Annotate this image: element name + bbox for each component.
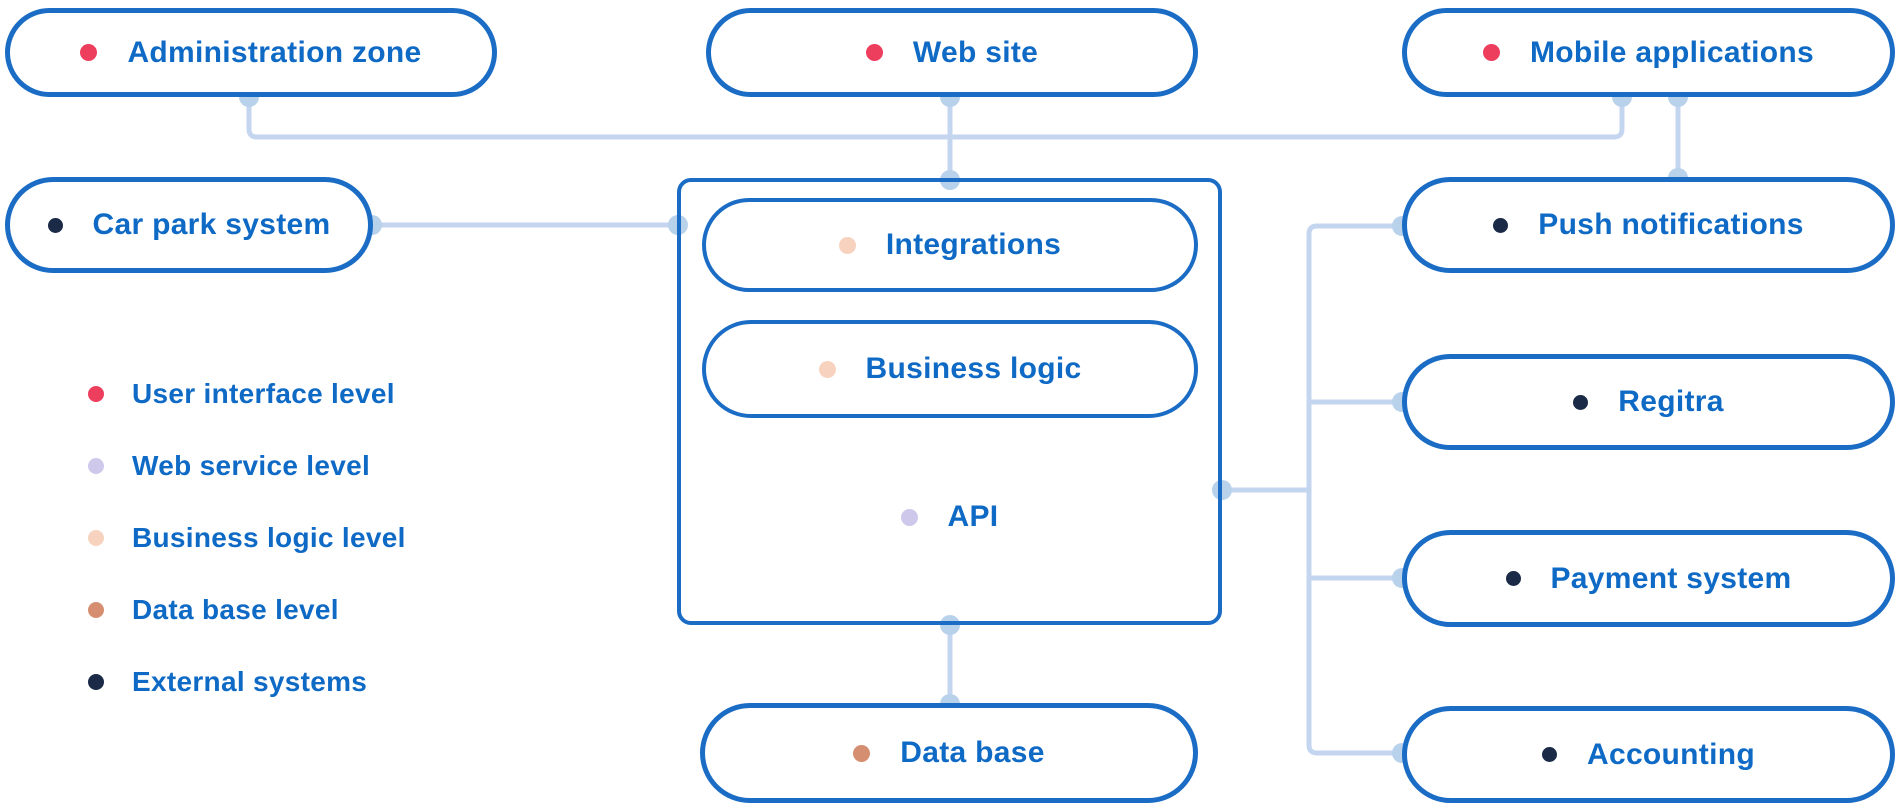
legend-item-business-logic-level: Business logic level — [88, 516, 406, 560]
legend-dot-external-systems — [88, 674, 104, 690]
node-label: Push notifications — [1538, 208, 1804, 241]
node-label: Business logic — [865, 352, 1082, 385]
node-label: Data base — [900, 736, 1045, 769]
node-accounting: Accounting — [1402, 706, 1895, 803]
level-dot-user-interface — [865, 44, 883, 61]
level-dot-external-system — [47, 217, 63, 233]
core-system-box — [677, 178, 1222, 625]
node-car-park-system: Car park system — [5, 177, 373, 273]
legend-label: External systems — [132, 666, 368, 697]
edge-trunk-bracket — [1306, 223, 1402, 756]
legend-dot-data-base — [88, 602, 104, 618]
level-dot-external-system — [1505, 571, 1521, 586]
junction-dot — [940, 615, 960, 635]
node-business-logic: Business logic — [702, 320, 1198, 418]
legend-item-user-interface-level: User interface level — [88, 372, 406, 416]
node-label: Accounting — [1587, 737, 1755, 771]
edge-administration-to-mobile — [246, 95, 1625, 140]
legend-dot-web-service — [88, 458, 104, 474]
level-dot-data-base — [853, 744, 871, 762]
node-label: Car park system — [92, 208, 331, 241]
level-dot-external-system — [1573, 394, 1589, 410]
level-dot-web-service — [900, 508, 918, 526]
level-dot-user-interface — [80, 44, 98, 61]
node-label: API — [947, 500, 999, 533]
node-label: Mobile applications — [1529, 35, 1815, 69]
legend-dot-user-interface — [88, 386, 104, 402]
node-administration-zone: Administration zone — [5, 8, 497, 97]
legend-label: Business logic level — [132, 522, 406, 553]
legend-item-data-base-level: Data base level — [88, 588, 406, 632]
legend-item-external-systems: External systems — [88, 660, 406, 704]
legend: User interface level Web service level B… — [88, 372, 406, 732]
level-dot-user-interface — [1482, 44, 1500, 61]
junction-dot — [1212, 480, 1232, 500]
legend-item-web-service-level: Web service level — [88, 444, 406, 488]
node-label: Payment system — [1550, 561, 1792, 595]
node-label: Administration zone — [127, 35, 422, 69]
node-web-site: Web site — [706, 8, 1198, 97]
level-dot-external-system — [1542, 747, 1557, 762]
legend-label: Data base level — [132, 594, 339, 625]
node-label: Regitra — [1618, 385, 1724, 418]
node-api: API — [677, 489, 1222, 545]
node-push-notifications: Push notifications — [1402, 177, 1895, 273]
legend-label: Web service level — [132, 450, 371, 481]
level-dot-external-system — [1493, 217, 1509, 233]
level-dot-business-logic — [838, 236, 856, 254]
node-data-base: Data base — [700, 703, 1198, 803]
node-mobile-applications: Mobile applications — [1402, 8, 1895, 97]
legend-dot-business-logic — [88, 530, 104, 546]
node-payment-system: Payment system — [1402, 530, 1895, 627]
node-label: Web site — [912, 35, 1039, 69]
level-dot-business-logic — [818, 360, 836, 378]
node-label: Integrations — [885, 228, 1062, 261]
node-regitra: Regitra — [1402, 354, 1895, 450]
node-integrations: Integrations — [702, 198, 1198, 292]
legend-label: User interface level — [132, 378, 395, 409]
